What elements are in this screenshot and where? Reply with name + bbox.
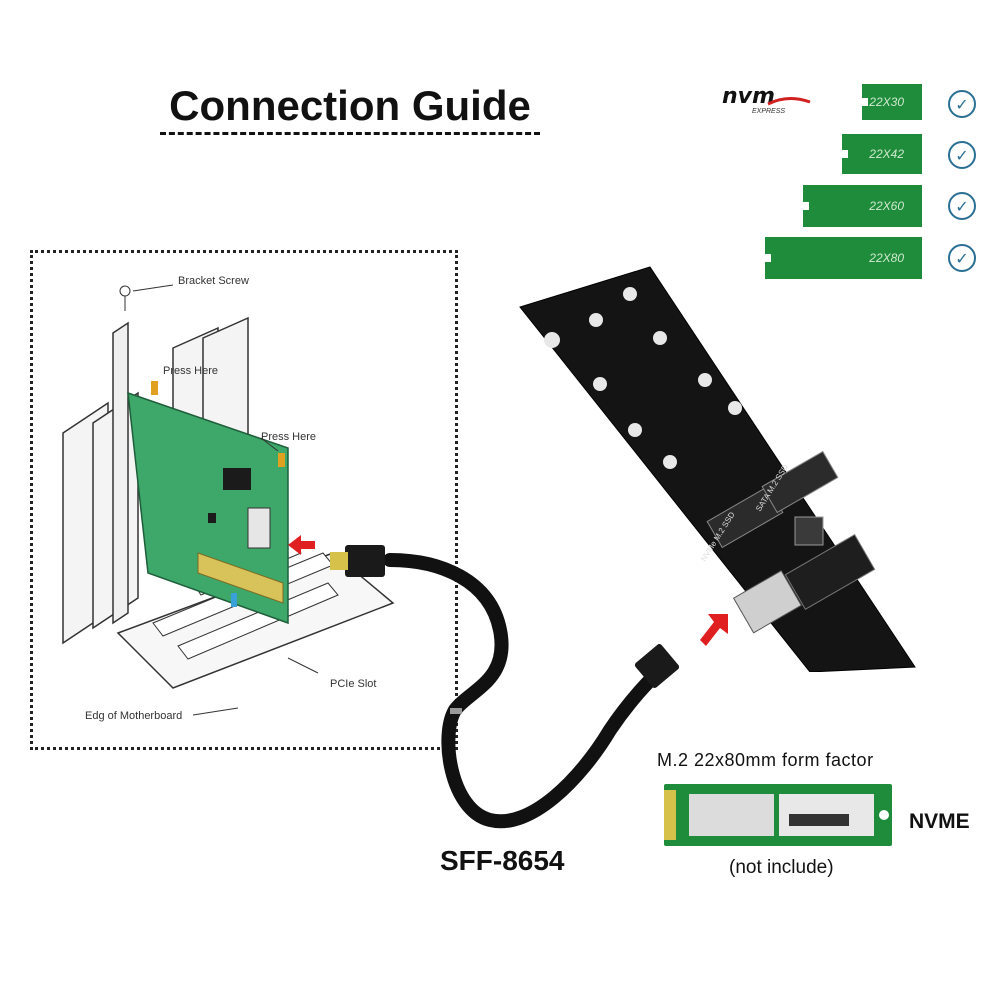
bracket-screw-callout: Bracket Screw: [178, 275, 249, 287]
check-icon: ✓: [948, 90, 976, 118]
press-here-callout: Press Here: [261, 431, 317, 443]
size-label: 22X30: [869, 95, 904, 109]
nvme-logo: nvm EXPRESS: [722, 84, 812, 124]
m2-ssd-image: [664, 784, 892, 846]
check-icon: ✓: [948, 192, 976, 220]
m2-form-factor-caption: M.2 22x80mm form factor: [657, 750, 874, 770]
cable-connector-left: [345, 545, 385, 577]
nvme-swoosh-icon: [767, 97, 811, 106]
page-title: Connection Guide: [169, 82, 531, 129]
size-label: 22X80: [869, 251, 904, 265]
nvme-logo-tag: EXPRESS: [752, 108, 786, 115]
pcie-slot-callout: PCIe Slot: [330, 678, 377, 690]
connector-pins-icon: [330, 552, 348, 570]
cable-label: SFF-8654: [440, 845, 565, 876]
check-icon: ✓: [948, 141, 976, 169]
check-icon: ✓: [948, 244, 976, 272]
sff-8654-port: [732, 569, 802, 634]
size-card-22x80: 22X80: [765, 237, 922, 279]
nvme-logo-word: nvm: [722, 84, 775, 109]
nvme-label: NVME: [909, 810, 970, 833]
size-card-22x30: 22X30: [862, 84, 922, 120]
size-card-22x60: 22X60: [803, 185, 922, 227]
pc-case-illustration: [62, 284, 395, 716]
cable-tie-icon: [450, 708, 462, 714]
size-label: 22X60: [869, 199, 904, 213]
press-here-callout: Press Here: [163, 365, 219, 377]
motherboard-edge-callout: Edg of Motherboard: [85, 710, 183, 722]
sff-8654-cable: [330, 545, 680, 829]
not-included-note: (not include): [729, 857, 834, 878]
cable-connector-right: [634, 644, 680, 688]
sata-power-port: [784, 533, 876, 611]
red-arrow-icon: [700, 614, 728, 646]
size-card-22x42: 22X42: [842, 134, 922, 174]
size-label: 22X42: [869, 147, 904, 161]
installation-diagram: Bracket Screw Press Here Press Here PCIe…: [30, 250, 458, 750]
title-underline: [160, 132, 540, 135]
sata-m2-slot: [761, 450, 839, 514]
adapter-board: NVMe M.2 SSD SATA M.2 SSD: [519, 266, 916, 672]
